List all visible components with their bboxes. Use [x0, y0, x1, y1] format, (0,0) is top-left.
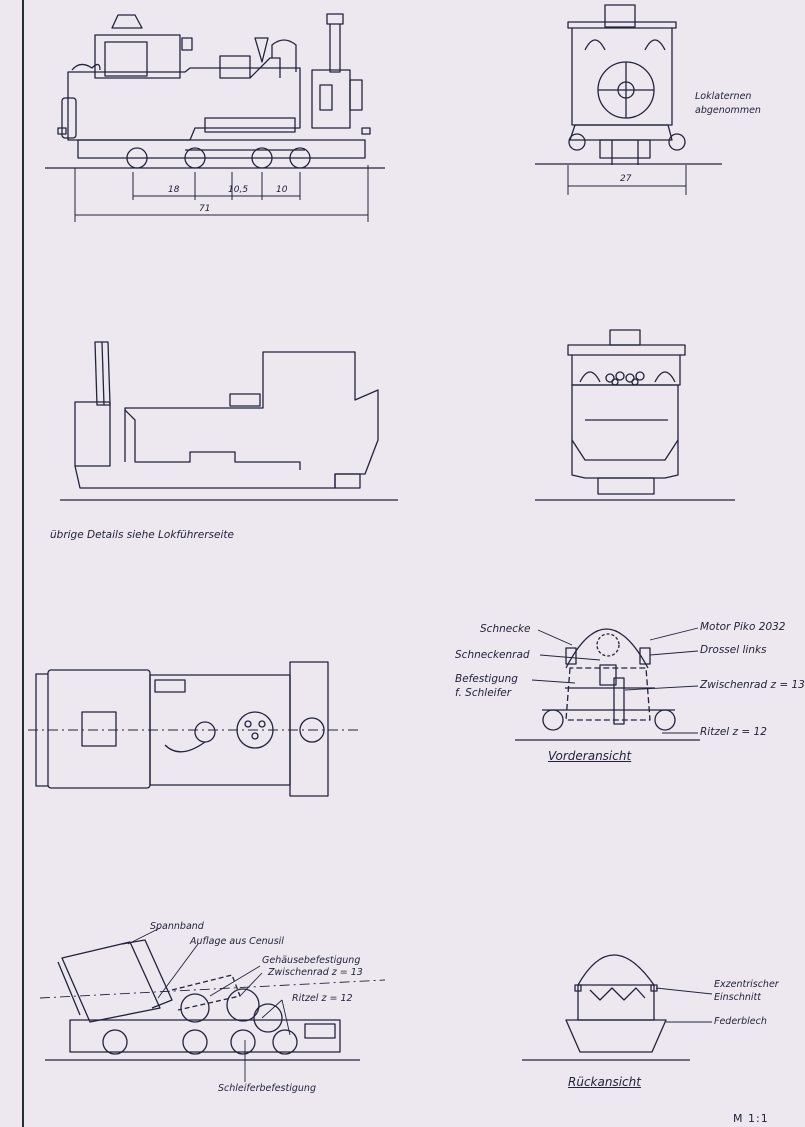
- label-f-schleifer: f. Schleifer: [455, 687, 512, 699]
- label-einschnitt: Einschnitt: [714, 992, 761, 1003]
- label-exzentrischer: Exzentrischer: [714, 979, 779, 990]
- label-zwischenrad-front: Zwischenrad z = 13: [700, 679, 805, 691]
- label-zwischenrad-side: Zwischenrad z = 13: [268, 967, 363, 978]
- scale-label: M 1:1: [733, 1112, 769, 1125]
- chassis-side-view: [60, 341, 398, 501]
- label-federblech: Federblech: [714, 1016, 767, 1027]
- label-auflage: Auflage aus Cenusil: [190, 936, 284, 947]
- label-schnecke: Schnecke: [480, 623, 531, 635]
- dimension-lines-side: [74, 165, 369, 222]
- drive-front-view: [515, 628, 700, 741]
- label-spannband: Spannband: [150, 921, 204, 932]
- locomotive-front-view: [535, 4, 722, 165]
- dimension-27: 27: [620, 174, 632, 184]
- label-loklaternen: Loklaternen: [695, 91, 752, 102]
- caption-vorderansicht: Vorderansicht: [548, 749, 632, 763]
- label-drossel: Drossel links: [700, 644, 767, 656]
- label-gehaeusebefestigung: Gehäusebefestigung: [262, 955, 361, 966]
- chassis-top-view: [28, 661, 360, 797]
- drive-rear-view: [522, 954, 690, 1061]
- label-schleiferbefestigung: Schleiferbefestigung: [218, 1083, 316, 1094]
- label-schneckenrad: Schneckenrad: [455, 649, 530, 661]
- label-motor: Motor Piko 2032: [700, 621, 786, 633]
- caption-rueckansicht: Rückansicht: [568, 1075, 641, 1089]
- dimension-lines-front: [567, 165, 687, 195]
- dimension-10: 10: [276, 185, 288, 195]
- label-ritzel-side: Ritzel z = 12: [292, 993, 353, 1004]
- drive-side-view: [39, 939, 386, 1061]
- leader-lines-front: [531, 627, 699, 734]
- label-abgenommen: abgenommen: [695, 105, 761, 116]
- dimension-10-5: 10,5: [228, 185, 249, 195]
- label-befestigung: Befestigung: [455, 673, 518, 685]
- dimension-71: 71: [199, 204, 211, 214]
- leader-lines-rear: [655, 987, 713, 1023]
- label-ritzel-front: Ritzel z = 12: [700, 726, 767, 738]
- locomotive-side-view: [45, 13, 385, 169]
- leader-lines-side: [127, 927, 291, 1082]
- chassis-front-view: [535, 329, 735, 501]
- dimension-18: 18: [168, 185, 180, 195]
- label-uebrige-details: übrige Details siehe Lokführerseite: [50, 529, 234, 541]
